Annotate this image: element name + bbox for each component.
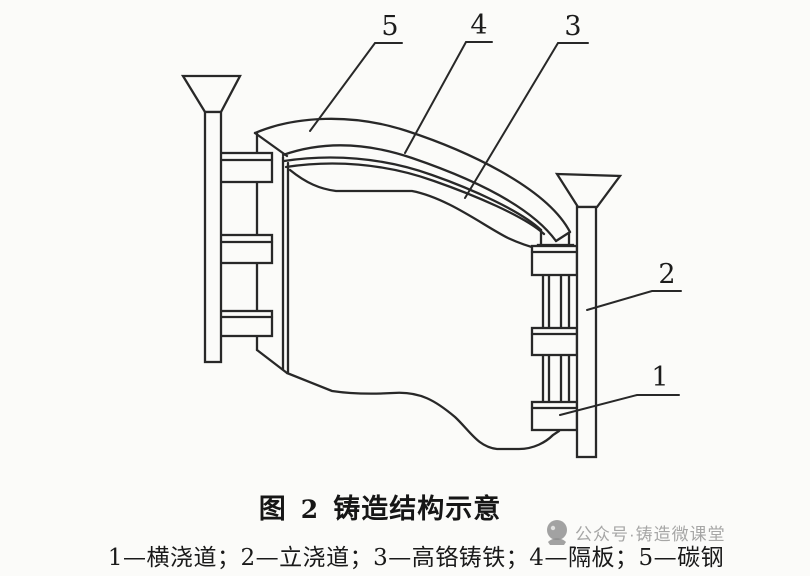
left-bottom-bevel (255, 348, 289, 375)
caption-prefix: 图 (258, 494, 287, 524)
left-pouring-cup (180, 74, 242, 114)
left-sprue-bar (203, 110, 223, 364)
right-gating-system (530, 172, 623, 459)
left-runner-block-2 (218, 233, 274, 265)
watermark-text: 公众号·铸造微课堂 (575, 524, 726, 544)
callout-number-5: 5 (381, 11, 399, 42)
callout-number-2: 2 (658, 259, 676, 290)
right-runner-block-1 (530, 244, 579, 277)
left-runner-block-1 (218, 151, 274, 184)
callout-number-1: 1 (651, 362, 669, 393)
left-gating-system (180, 74, 274, 364)
leader-4 (404, 41, 493, 154)
leader-3 (464, 42, 589, 199)
carbon-steel-top-curve (253, 117, 572, 234)
right-pouring-cup (554, 172, 623, 209)
casting-body (253, 117, 572, 451)
caption-title: 铸造结构示意 (333, 494, 502, 524)
right-sprue-bar (575, 205, 598, 459)
left-top-bevel (253, 131, 289, 158)
leader-2 (586, 290, 682, 311)
bottom-wavy-edge (285, 371, 561, 451)
top-band-endcap (554, 230, 572, 243)
callout-number-3: 3 (564, 11, 582, 42)
caption-number: 2 (300, 495, 320, 524)
watermark: 公众号·铸造微课堂 (544, 515, 726, 549)
left-runner-block-3 (218, 309, 274, 338)
callout-number-4: 4 (470, 10, 488, 41)
front-face-top-curve (288, 168, 541, 251)
partition-curve-1 (282, 156, 543, 232)
right-runner-block-3 (530, 400, 579, 432)
watermark-logo-icon (547, 520, 567, 545)
leader-1 (559, 394, 680, 416)
partition-curve-2 (284, 162, 546, 236)
figure-legend: 1—横浇道；2—立浇道；3—高铬铸铁；4—隔板；5—碳钢 (107, 545, 725, 571)
right-runner-block-2 (530, 326, 579, 357)
top-band-inner-curve (281, 144, 558, 243)
callout-leader-lines (309, 41, 682, 416)
leader-5 (309, 42, 403, 132)
